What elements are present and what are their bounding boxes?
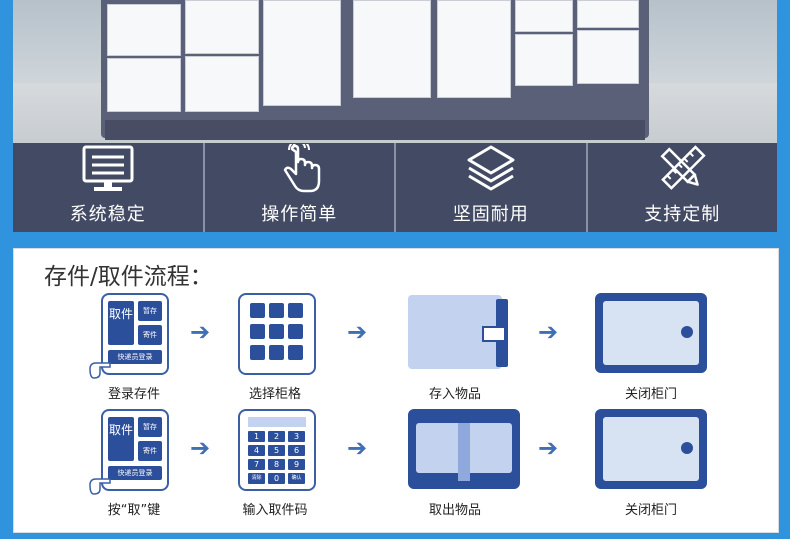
arrow-right-icon: ➔ bbox=[347, 434, 368, 462]
keypad-key: 5 bbox=[268, 445, 285, 456]
step-label: 按“取”键 bbox=[107, 503, 161, 518]
step-label: 输入取件码 bbox=[242, 503, 308, 518]
process-panel: 存件/取件流程： 取件 暂存 寄件 快递员登录 ➔ ➔ bbox=[13, 248, 779, 533]
step-label: 存入物品 bbox=[428, 387, 481, 402]
keypad-key: 3 bbox=[288, 431, 305, 442]
keypad-key: 清除 bbox=[248, 473, 265, 484]
feature-durable: 坚固耐用 bbox=[394, 143, 586, 232]
feature-label: 操作简单 bbox=[261, 204, 338, 225]
mail-key: 寄件 bbox=[138, 441, 162, 461]
closed-door-icon bbox=[595, 409, 707, 489]
touch-hand-icon bbox=[284, 144, 321, 193]
store-key: 暂存 bbox=[138, 417, 162, 437]
pickup-key: 取件 bbox=[108, 301, 134, 345]
courier-login-key: 快递员登录 bbox=[108, 466, 162, 480]
feature-label: 坚固耐用 bbox=[452, 204, 529, 225]
compartment-grid-icon bbox=[238, 293, 316, 375]
store-key: 暂存 bbox=[138, 301, 162, 321]
mail-key: 寄件 bbox=[138, 325, 162, 345]
layers-icon bbox=[467, 145, 515, 191]
courier-login-key: 快递员登录 bbox=[108, 350, 162, 364]
process-title: 存件/取件流程： bbox=[44, 264, 213, 290]
feature-band: 系统稳定 操作简单 坚固耐用 bbox=[13, 143, 777, 232]
take-out-item-icon bbox=[408, 409, 520, 489]
arrow-right-icon: ➔ bbox=[347, 318, 368, 346]
step-label: 登录存件 bbox=[107, 387, 160, 402]
pickup-key: 取件 bbox=[108, 417, 134, 461]
step-label: 关闭柜门 bbox=[624, 503, 677, 518]
keypad-key: 7 bbox=[248, 459, 265, 470]
step-label: 关闭柜门 bbox=[624, 387, 677, 402]
keypad-key: 2 bbox=[268, 431, 285, 442]
cabinet-base bbox=[105, 120, 645, 140]
step-label: 取出物品 bbox=[428, 503, 481, 518]
store-item-icon bbox=[408, 295, 508, 369]
login-panel-icon: 取件 暂存 寄件 快递员登录 bbox=[101, 293, 169, 375]
monitor-icon bbox=[82, 145, 134, 191]
locker-cabinet bbox=[101, 0, 649, 138]
feature-stable: 系统稳定 bbox=[13, 143, 203, 232]
keypad-key: 6 bbox=[288, 445, 305, 456]
feature-easy: 操作简单 bbox=[202, 143, 395, 232]
feature-custom: 支持定制 bbox=[585, 143, 778, 232]
step-label: 选择柜格 bbox=[248, 387, 301, 402]
arrow-right-icon: ➔ bbox=[190, 434, 211, 462]
locker-photo bbox=[13, 0, 777, 143]
arrow-left-icon bbox=[482, 326, 506, 342]
feature-label: 系统稳定 bbox=[69, 204, 146, 225]
keypad-key: 9 bbox=[288, 459, 305, 470]
feature-label: 支持定制 bbox=[644, 204, 721, 225]
closed-door-icon bbox=[595, 293, 707, 373]
arrow-right-icon: ➔ bbox=[538, 318, 559, 346]
finger-pointer-icon bbox=[89, 478, 111, 495]
keypad-key: 确认 bbox=[288, 473, 305, 484]
keypad-key: 0 bbox=[268, 473, 285, 484]
finger-pointer-icon bbox=[89, 362, 111, 379]
arrow-right-icon: ➔ bbox=[190, 318, 211, 346]
keypad-key: 4 bbox=[248, 445, 265, 456]
deposit-row: 取件 暂存 寄件 快递员登录 ➔ ➔ ➔ bbox=[14, 293, 778, 409]
keypad-key: 1 bbox=[248, 431, 265, 442]
pencil-ruler-icon bbox=[660, 145, 706, 190]
login-panel-icon: 取件 暂存 寄件 快递员登录 bbox=[101, 409, 169, 491]
keypad-key: 8 bbox=[268, 459, 285, 470]
arrow-right-icon: ➔ bbox=[538, 434, 559, 462]
